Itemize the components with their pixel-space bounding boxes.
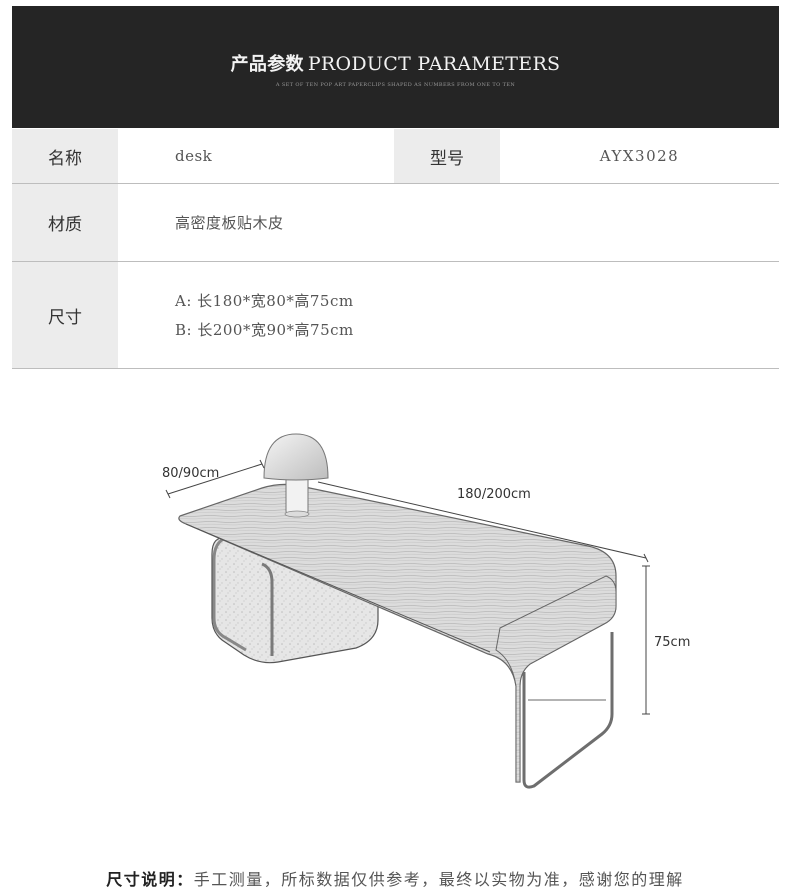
- banner-subtitle: A SET OF TEN POP ART PAPERCLIPS SHAPED A…: [275, 82, 516, 88]
- size-note-text: 手工测量，所标数据仅供参考，最终以实物为准，感谢您的理解: [193, 870, 684, 889]
- table-row-name-model: 名称 desk 型号 AYX3028: [12, 129, 779, 183]
- length-dimension: 180/200cm: [317, 481, 649, 563]
- height-dimension: 75cm: [642, 565, 690, 715]
- length-label: 180/200cm: [457, 487, 531, 502]
- desk-leg-drawing: [522, 632, 614, 789]
- size-values: A: 长180*宽80*高75cm B: 长200*宽90*高75cm: [118, 262, 779, 368]
- desk-top-drawing: [178, 483, 617, 783]
- desk-dimension-diagram: 80/90cm 180/200cm 75cm: [162, 433, 690, 789]
- size-note-lead: 尺寸说明：: [106, 870, 194, 889]
- height-label: 75cm: [654, 635, 690, 650]
- desk-lamp-drawing: [263, 433, 329, 518]
- banner-title-en: PRODUCT PARAMETERS: [307, 53, 561, 75]
- banner-title-cn: 产品参数: [230, 54, 304, 75]
- depth-label: 80/90cm: [162, 466, 219, 481]
- name-value: desk: [175, 147, 213, 165]
- depth-dimension: 80/90cm: [162, 459, 265, 499]
- model-label: 型号: [394, 129, 500, 183]
- material-value: 高密度板贴木皮: [175, 214, 284, 232]
- name-label: 名称: [12, 129, 118, 183]
- size-note: 尺寸说明：手工测量，所标数据仅供参考，最终以实物为准，感谢您的理解: [0, 866, 790, 890]
- size-option-b: B: 长200*宽90*高75cm: [175, 321, 354, 339]
- parameter-table: 名称 desk 型号 AYX3028 材质 高密度板贴木皮 尺寸 A: 长180…: [12, 129, 779, 369]
- size-option-a: A: 长180*宽80*高75cm: [175, 292, 354, 310]
- material-label: 材质: [12, 184, 118, 261]
- table-row-size: 尺寸 A: 长180*宽80*高75cm B: 长200*宽90*高75cm: [12, 261, 779, 368]
- table-row-material: 材质 高密度板贴木皮: [12, 183, 779, 261]
- model-value: AYX3028: [599, 147, 680, 165]
- size-label: 尺寸: [12, 262, 118, 368]
